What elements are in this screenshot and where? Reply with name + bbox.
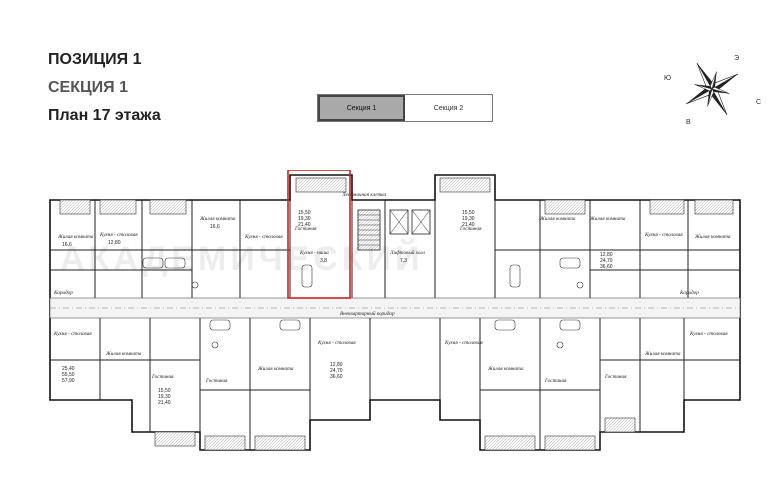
room-area: 12,80 (108, 240, 121, 246)
floor-title: План 17 этажа (48, 107, 161, 124)
watermark: АКАДЕМИЧЕСКИЙ (60, 239, 424, 278)
room-area: 12,80 (600, 252, 613, 258)
floor-plan: Жилая комната 16,6 Кухня - столовая 12,8… (49, 170, 741, 451)
room-label: Кухня - столовая (99, 232, 138, 238)
room-label: Кухня - ниша (299, 250, 329, 256)
room-labels: Жилая комната 16,6 Кухня - столовая 12,8… (53, 192, 731, 406)
room-area: 24,70 (600, 258, 613, 264)
room-area: 25,40 (62, 366, 75, 372)
room-area: 3,8 (320, 258, 327, 264)
top-row-walls (50, 200, 740, 298)
room-area: 19,30 (462, 216, 475, 222)
compass-south-label: С (756, 99, 761, 106)
room-label: Жилая комната (199, 216, 236, 222)
room-label: Жилая комната (644, 351, 681, 357)
compass-rose-icon: Ю Э С В (664, 55, 761, 126)
tab-section-2[interactable]: Секция 2 (405, 95, 492, 121)
room-area: 21,40 (158, 400, 171, 406)
section-tabs: Секция 1 Секция 2 (317, 94, 493, 122)
room-label: Коридор (679, 289, 699, 296)
room-label: Жилая комната (694, 234, 731, 240)
room-area: 55,50 (62, 372, 75, 378)
room-area: 36,60 (600, 264, 613, 270)
room-label: Лифтовый холл (389, 249, 426, 256)
room-area: 57,90 (62, 378, 75, 384)
room-label: Жилая комната (105, 351, 142, 357)
room-label: Кухня - столовая (53, 331, 92, 337)
room-area: 16,6 (210, 224, 220, 230)
section-title: СЕКЦИЯ 1 (48, 79, 129, 96)
room-label: Гостиная (294, 226, 317, 232)
bathroom-fixtures (142, 257, 584, 349)
room-area: 19,30 (158, 394, 171, 400)
room-label: Гостиная (151, 374, 174, 380)
compass-west-label: В (686, 119, 691, 126)
room-label: Жилая комната (487, 366, 524, 372)
room-area: 21,40 (462, 222, 475, 228)
room-label: Жилая комната (589, 216, 626, 222)
room-label: Жилая комната (257, 366, 294, 372)
bottom-row-walls (50, 318, 740, 450)
room-area: 19,30 (298, 216, 311, 222)
loggias (59, 177, 734, 451)
room-area: 16,6 (62, 242, 72, 248)
room-label: Гостиная (604, 374, 627, 380)
room-label: Гостиная (205, 378, 228, 384)
room-label: Кухня - столовая (644, 232, 683, 238)
room-area: 24,70 (330, 368, 343, 374)
room-label: Лестничная клетка (341, 192, 387, 198)
room-area: 36,60 (330, 374, 343, 380)
room-area: 7,3 (400, 258, 407, 264)
room-label: Кухня - столовая (317, 340, 356, 346)
room-label: Жилая комната (539, 216, 576, 222)
room-label: Кухня - столовая (244, 234, 283, 240)
room-label: Коридор (53, 289, 73, 296)
selected-apartment-frame[interactable] (287, 170, 351, 299)
position-title: ПОЗИЦИЯ 1 (48, 51, 142, 68)
tab-section-1[interactable]: Секция 1 (318, 95, 405, 121)
room-area: 15,50 (298, 210, 311, 216)
title-block: ПОЗИЦИЯ 1 СЕКЦИЯ 1 План 17 этажа (48, 46, 161, 130)
room-label: Жилая комната (57, 234, 94, 240)
room-label: Гостиная (544, 378, 567, 384)
compass-north-label: Ю (664, 75, 671, 82)
room-area: 15,50 (462, 210, 475, 216)
compass-east-label: Э (734, 55, 739, 62)
room-label: Гостиная (459, 226, 482, 232)
room-label: Кухня - столовая (689, 331, 728, 337)
room-area: 12,80 (330, 362, 343, 368)
stair-core (357, 209, 431, 251)
room-label: Внеквартирный коридор (340, 310, 395, 317)
room-label: Кухня - столовая (444, 340, 483, 346)
room-area: 15,50 (158, 388, 171, 394)
room-area: 21,40 (298, 222, 311, 228)
